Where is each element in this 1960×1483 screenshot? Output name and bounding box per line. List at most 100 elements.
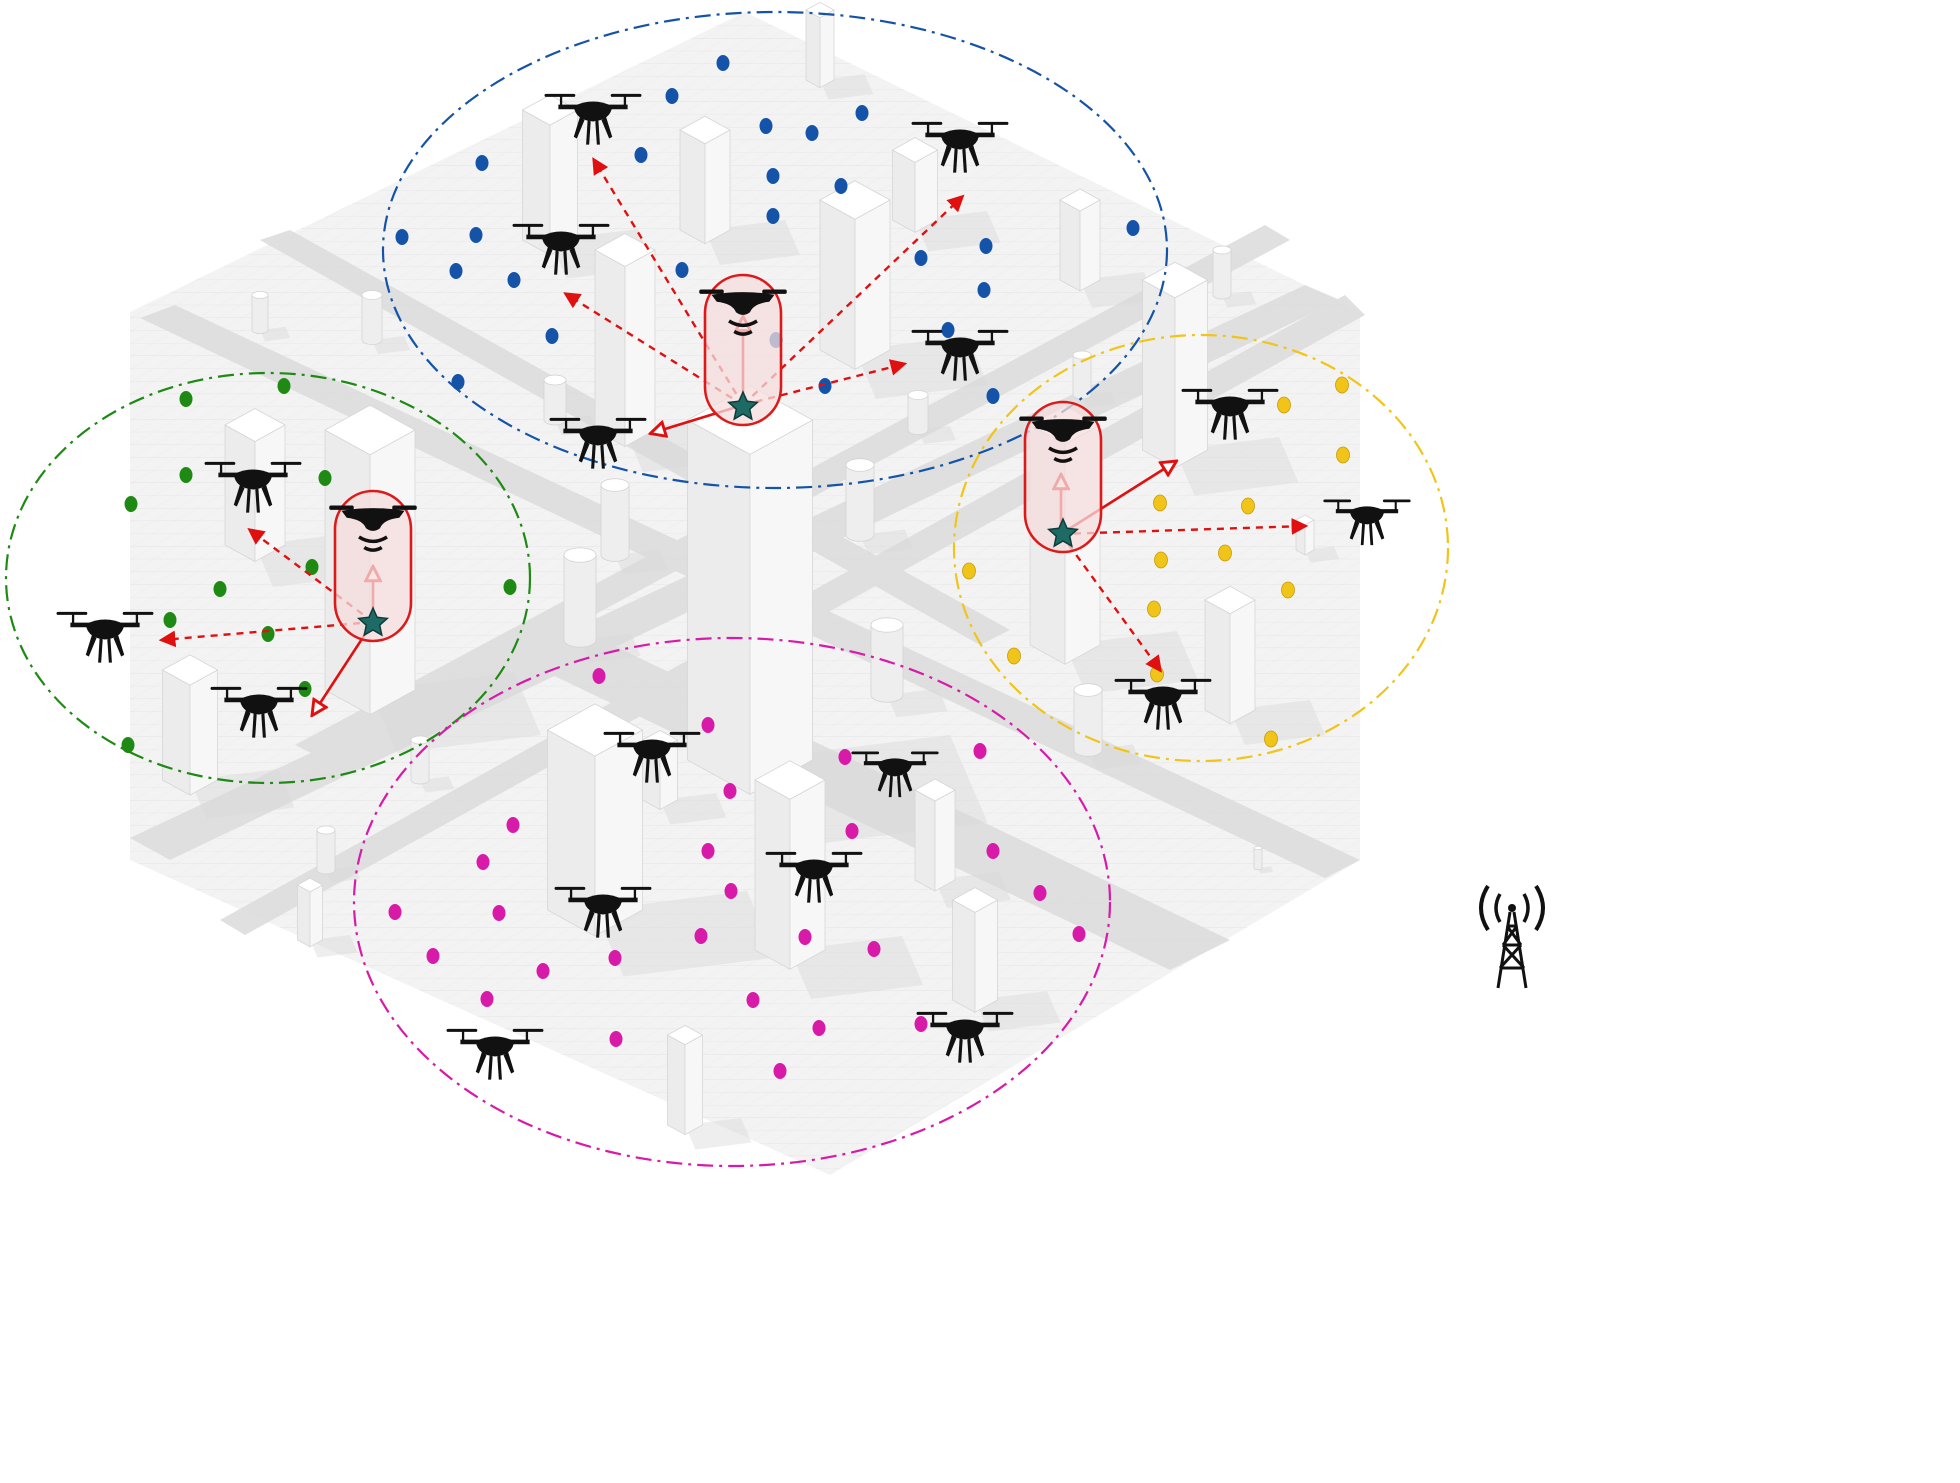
- building: [1212, 245, 1257, 308]
- ground-user-dot: [724, 883, 738, 899]
- building: [1072, 350, 1117, 408]
- ground-user-dot: [962, 562, 976, 580]
- ground-user-dot: [977, 282, 991, 298]
- ground-user-dot: [476, 854, 490, 870]
- building: [296, 877, 358, 958]
- ground-user-dot: [986, 843, 1000, 859]
- ground-user-dot: [163, 612, 177, 628]
- building: [870, 617, 948, 718]
- ground-user-dot: [973, 743, 987, 759]
- building: [600, 478, 669, 575]
- ground-user-dot: [634, 147, 648, 163]
- ground-user-dot: [941, 322, 955, 338]
- uav-link-dashed: [1060, 518, 1309, 536]
- uav-link-dashed: [742, 194, 965, 406]
- building: [754, 760, 923, 999]
- ground-user-dot: [845, 823, 859, 839]
- building: [907, 390, 956, 444]
- ground-user-dot: [395, 229, 409, 245]
- ground-user-dot: [701, 843, 715, 859]
- ground-user-dot: [480, 991, 494, 1007]
- ground-user-dot: [506, 817, 520, 833]
- magenta-cluster-boundary: [352, 636, 1112, 1168]
- cell-tower-icon: [1479, 884, 1545, 989]
- ground-user-dot: [305, 559, 319, 575]
- building: [361, 290, 410, 354]
- ground-user-dot: [766, 208, 780, 224]
- ground-users: [121, 55, 1350, 1079]
- yellow-cluster-boundary: [952, 333, 1450, 763]
- uav-link-dashed: [563, 292, 744, 407]
- ground-user-dot: [716, 55, 730, 71]
- uav-link-dashed: [592, 157, 745, 406]
- ground-user-dot: [277, 378, 291, 394]
- ground-user-dot: [1335, 376, 1349, 394]
- ground-user-dot: [388, 904, 402, 920]
- ground-user-dot: [812, 1020, 826, 1036]
- building: [1059, 188, 1156, 308]
- ground-user-dot: [979, 238, 993, 254]
- ground-user-dot: [503, 579, 517, 595]
- ground-user-dot: [318, 470, 332, 486]
- ground-user-dot: [469, 227, 483, 243]
- blue-cluster-boundary: [381, 10, 1169, 490]
- ground-user-dot: [798, 929, 812, 945]
- drone-hub-star-icon: [329, 489, 417, 643]
- ground-user-dot: [475, 155, 489, 171]
- ground-user-dot: [766, 168, 780, 184]
- ground-user-dot: [536, 963, 550, 979]
- ground-user-dot: [492, 905, 506, 921]
- ground-user-dot: [124, 496, 138, 512]
- ground-user-dot: [914, 1016, 928, 1032]
- ground-user-dot: [1281, 581, 1295, 599]
- building: [679, 115, 800, 265]
- building: [1253, 845, 1274, 874]
- building: [316, 825, 361, 883]
- ground-user-dot: [1218, 544, 1232, 562]
- ground-user-dot: [1150, 665, 1164, 683]
- ground-user-dot: [1241, 497, 1255, 515]
- building: [845, 458, 914, 555]
- ground-user-dot: [838, 749, 852, 765]
- ground-user-dot: [855, 105, 869, 121]
- ground-user-dot: [1007, 647, 1021, 665]
- ground-user-dot: [1277, 396, 1291, 414]
- ground-user-dot: [986, 388, 1000, 404]
- ground-user-dot: [261, 626, 275, 642]
- ground-user-dot: [1153, 494, 1167, 512]
- ground-user-dot: [834, 178, 848, 194]
- ground-user-dot: [1264, 730, 1278, 748]
- ground-user-dot: [694, 928, 708, 944]
- ground-user-dot: [507, 272, 521, 288]
- building: [410, 735, 455, 793]
- ground-user-dot: [213, 581, 227, 597]
- ground-user-dot: [179, 391, 193, 407]
- building: [1204, 585, 1325, 745]
- cluster-hubs: [329, 273, 1107, 643]
- ground-user-dot: [545, 328, 559, 344]
- ground-user-dot: [1126, 220, 1140, 236]
- ground-user-dot: [1336, 446, 1350, 464]
- ground-user-dot: [759, 118, 773, 134]
- ground-user-dot: [773, 1063, 787, 1079]
- ground-user-dot: [608, 950, 622, 966]
- ground-user-dot: [746, 992, 760, 1008]
- ground-user-dot: [1154, 551, 1168, 569]
- uav-link-dashed: [158, 620, 374, 648]
- ground-user-dot: [914, 250, 928, 266]
- ground-user-dot: [867, 941, 881, 957]
- ground-user-dot: [121, 737, 135, 753]
- ground-user-dot: [592, 668, 606, 684]
- ground-user-dot: [805, 125, 819, 141]
- building: [666, 1024, 752, 1150]
- building: [563, 547, 641, 663]
- ground-user-dot: [179, 467, 193, 483]
- ground-user-dot: [723, 783, 737, 799]
- ground-user-dot: [1147, 600, 1161, 618]
- drone-hub-star-icon: [1019, 400, 1107, 554]
- ground-user-dot: [701, 717, 715, 733]
- cluster-boundaries: [4, 10, 1450, 1168]
- building: [951, 887, 1061, 1032]
- building: [1141, 261, 1299, 496]
- ground-user-dot: [449, 263, 463, 279]
